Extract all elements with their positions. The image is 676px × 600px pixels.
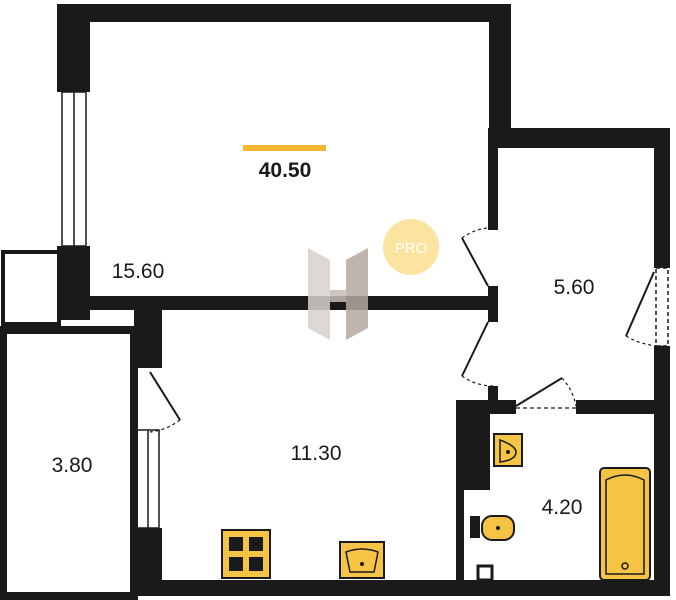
- door-right-window-arc: [625, 335, 663, 347]
- wall-mid-right-upper: [489, 4, 511, 134]
- doors: [149, 227, 663, 433]
- room-area-kitchen: 11.30: [291, 442, 342, 465]
- wall-storage-left-a: [488, 286, 498, 322]
- wall-top: [57, 4, 511, 22]
- wall-mid-right-lower: [488, 130, 498, 230]
- door-balcony-arc: [149, 419, 181, 433]
- wall-bottom: [134, 580, 670, 596]
- wall-right-lower: [654, 346, 670, 594]
- door-bathroom: [515, 377, 563, 407]
- stove-icon: [221, 529, 271, 579]
- door-right-window: [625, 271, 655, 337]
- door-storage-upper-arc: [461, 227, 497, 239]
- total-area-label: 40.50: [259, 159, 312, 182]
- door-bathroom-arc: [561, 377, 577, 407]
- bathtub-icon: [599, 467, 651, 581]
- room-area-bathroom: 4.20: [542, 496, 583, 519]
- walls: [0, 4, 670, 600]
- wall-bath-left: [456, 400, 464, 594]
- room-area-storage: 5.60: [554, 276, 595, 299]
- wall-storage-bottom-left: [456, 400, 516, 414]
- room-area-balcony: 3.80: [52, 454, 93, 477]
- window-storage: [655, 267, 669, 347]
- pro-badge: PRO: [383, 219, 439, 275]
- door-balcony: [149, 371, 181, 421]
- pro-badge-label: PRO: [395, 240, 428, 257]
- room-area-living: 15.60: [112, 260, 165, 283]
- toilet-icon: [470, 515, 515, 541]
- total-area-bar: [243, 145, 326, 151]
- wall-right-upper: [654, 128, 670, 268]
- wall-right-top: [488, 128, 670, 148]
- windows: [61, 91, 669, 529]
- watermark-logo: [308, 248, 368, 340]
- wall-bath-shaft: [464, 414, 490, 490]
- wall-storage-left-b: [488, 386, 498, 410]
- kitchen-sink-icon: [339, 541, 385, 579]
- washbasin-icon: [493, 433, 523, 467]
- balcony-frame: [0, 326, 138, 600]
- door-storage-upper: [461, 237, 489, 287]
- wall-storage-bottom-right: [576, 400, 670, 414]
- door-storage-lower-arc: [461, 375, 495, 387]
- wall-pillar: [134, 310, 162, 368]
- door-storage-lower: [461, 321, 489, 377]
- wall-living-kitchen: [57, 296, 490, 310]
- floor-drain-icon: [476, 564, 494, 582]
- fixtures: [221, 433, 651, 582]
- balcony-small-frame: [1, 250, 61, 326]
